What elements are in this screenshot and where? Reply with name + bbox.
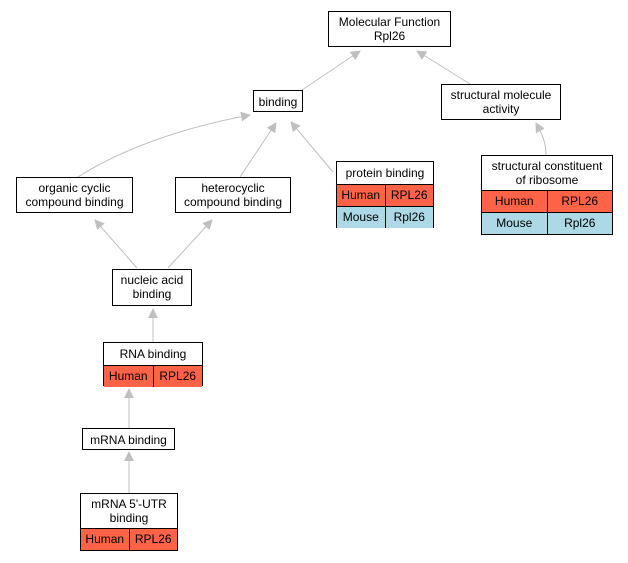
gene-cell: Rpl26	[546, 213, 612, 234]
node-rna-binding[interactable]: RNA binding Human RPL26	[103, 342, 203, 387]
node-title: heterocyclic compound binding	[183, 181, 283, 209]
annotation-row-mouse: Mouse Rpl26	[337, 206, 433, 228]
species-cell: Human	[104, 366, 153, 387]
edge-protein-binding-to-binding	[290, 121, 334, 173]
edge-binding-to-molecular-function	[301, 50, 361, 91]
species-cell: Human	[482, 191, 547, 212]
node-structural-constituent-of-ribosome[interactable]: structural constituent of ribosome Human…	[481, 155, 613, 235]
node-title: mRNA binding	[90, 433, 167, 447]
node-title: nucleic acid binding	[120, 273, 184, 301]
annotation-row-human: Human RPL26	[104, 365, 202, 387]
node-title: structural molecule activity	[450, 88, 552, 116]
node-protein-binding[interactable]: protein binding Human RPL26 Mouse Rpl26	[336, 161, 434, 228]
node-title: structural constituent of ribosome	[491, 159, 603, 187]
annotation-row-human: Human RPL26	[337, 184, 433, 206]
gene-cell: Rpl26	[384, 207, 433, 228]
node-title: mRNA 5'-UTR binding	[91, 497, 167, 525]
species-cell: Mouse	[337, 207, 385, 228]
gene-cell: RPL26	[128, 529, 177, 550]
node-title: protein binding	[345, 166, 425, 180]
node-structural-molecule-activity[interactable]: structural molecule activity	[441, 84, 561, 120]
annotation-row-human: Human RPL26	[81, 528, 177, 550]
edge-nucleic-acid-to-heterocyclic	[167, 219, 213, 269]
species-cell: Mouse	[482, 213, 547, 234]
annotation-row-human: Human RPL26	[482, 190, 612, 212]
gene-cell: RPL26	[152, 366, 202, 387]
node-organic-cyclic-compound-binding[interactable]: organic cyclic compound binding	[16, 177, 133, 213]
node-title: organic cyclic compound binding	[25, 181, 124, 209]
node-mrna-binding[interactable]: mRNA binding	[82, 428, 175, 450]
edge-structural-constituent-to-structural-molecule-activity	[535, 122, 547, 156]
node-nucleic-acid-binding[interactable]: nucleic acid binding	[112, 269, 192, 306]
species-cell: Human	[337, 185, 385, 206]
node-title: Molecular Function Rpl26	[338, 15, 441, 43]
gene-cell: RPL26	[384, 185, 433, 206]
annotation-row-mouse: Mouse Rpl26	[482, 212, 612, 234]
node-title: RNA binding	[119, 347, 187, 361]
node-molecular-function[interactable]: Molecular Function Rpl26	[328, 11, 451, 47]
node-mrna-5utr-binding[interactable]: mRNA 5'-UTR binding Human RPL26	[80, 493, 178, 551]
species-cell: Human	[81, 529, 129, 550]
edge-organic-cyclic-to-binding	[77, 111, 251, 178]
edge-nucleic-acid-to-organic-cyclic	[94, 219, 138, 269]
edge-heterocyclic-to-binding	[239, 122, 277, 178]
gene-cell: RPL26	[546, 191, 612, 212]
edge-structural-molecule-activity-to-molecular-function	[416, 50, 471, 85]
node-title: binding	[258, 95, 298, 109]
node-binding[interactable]: binding	[253, 90, 303, 112]
node-heterocyclic-compound-binding[interactable]: heterocyclic compound binding	[175, 177, 291, 213]
